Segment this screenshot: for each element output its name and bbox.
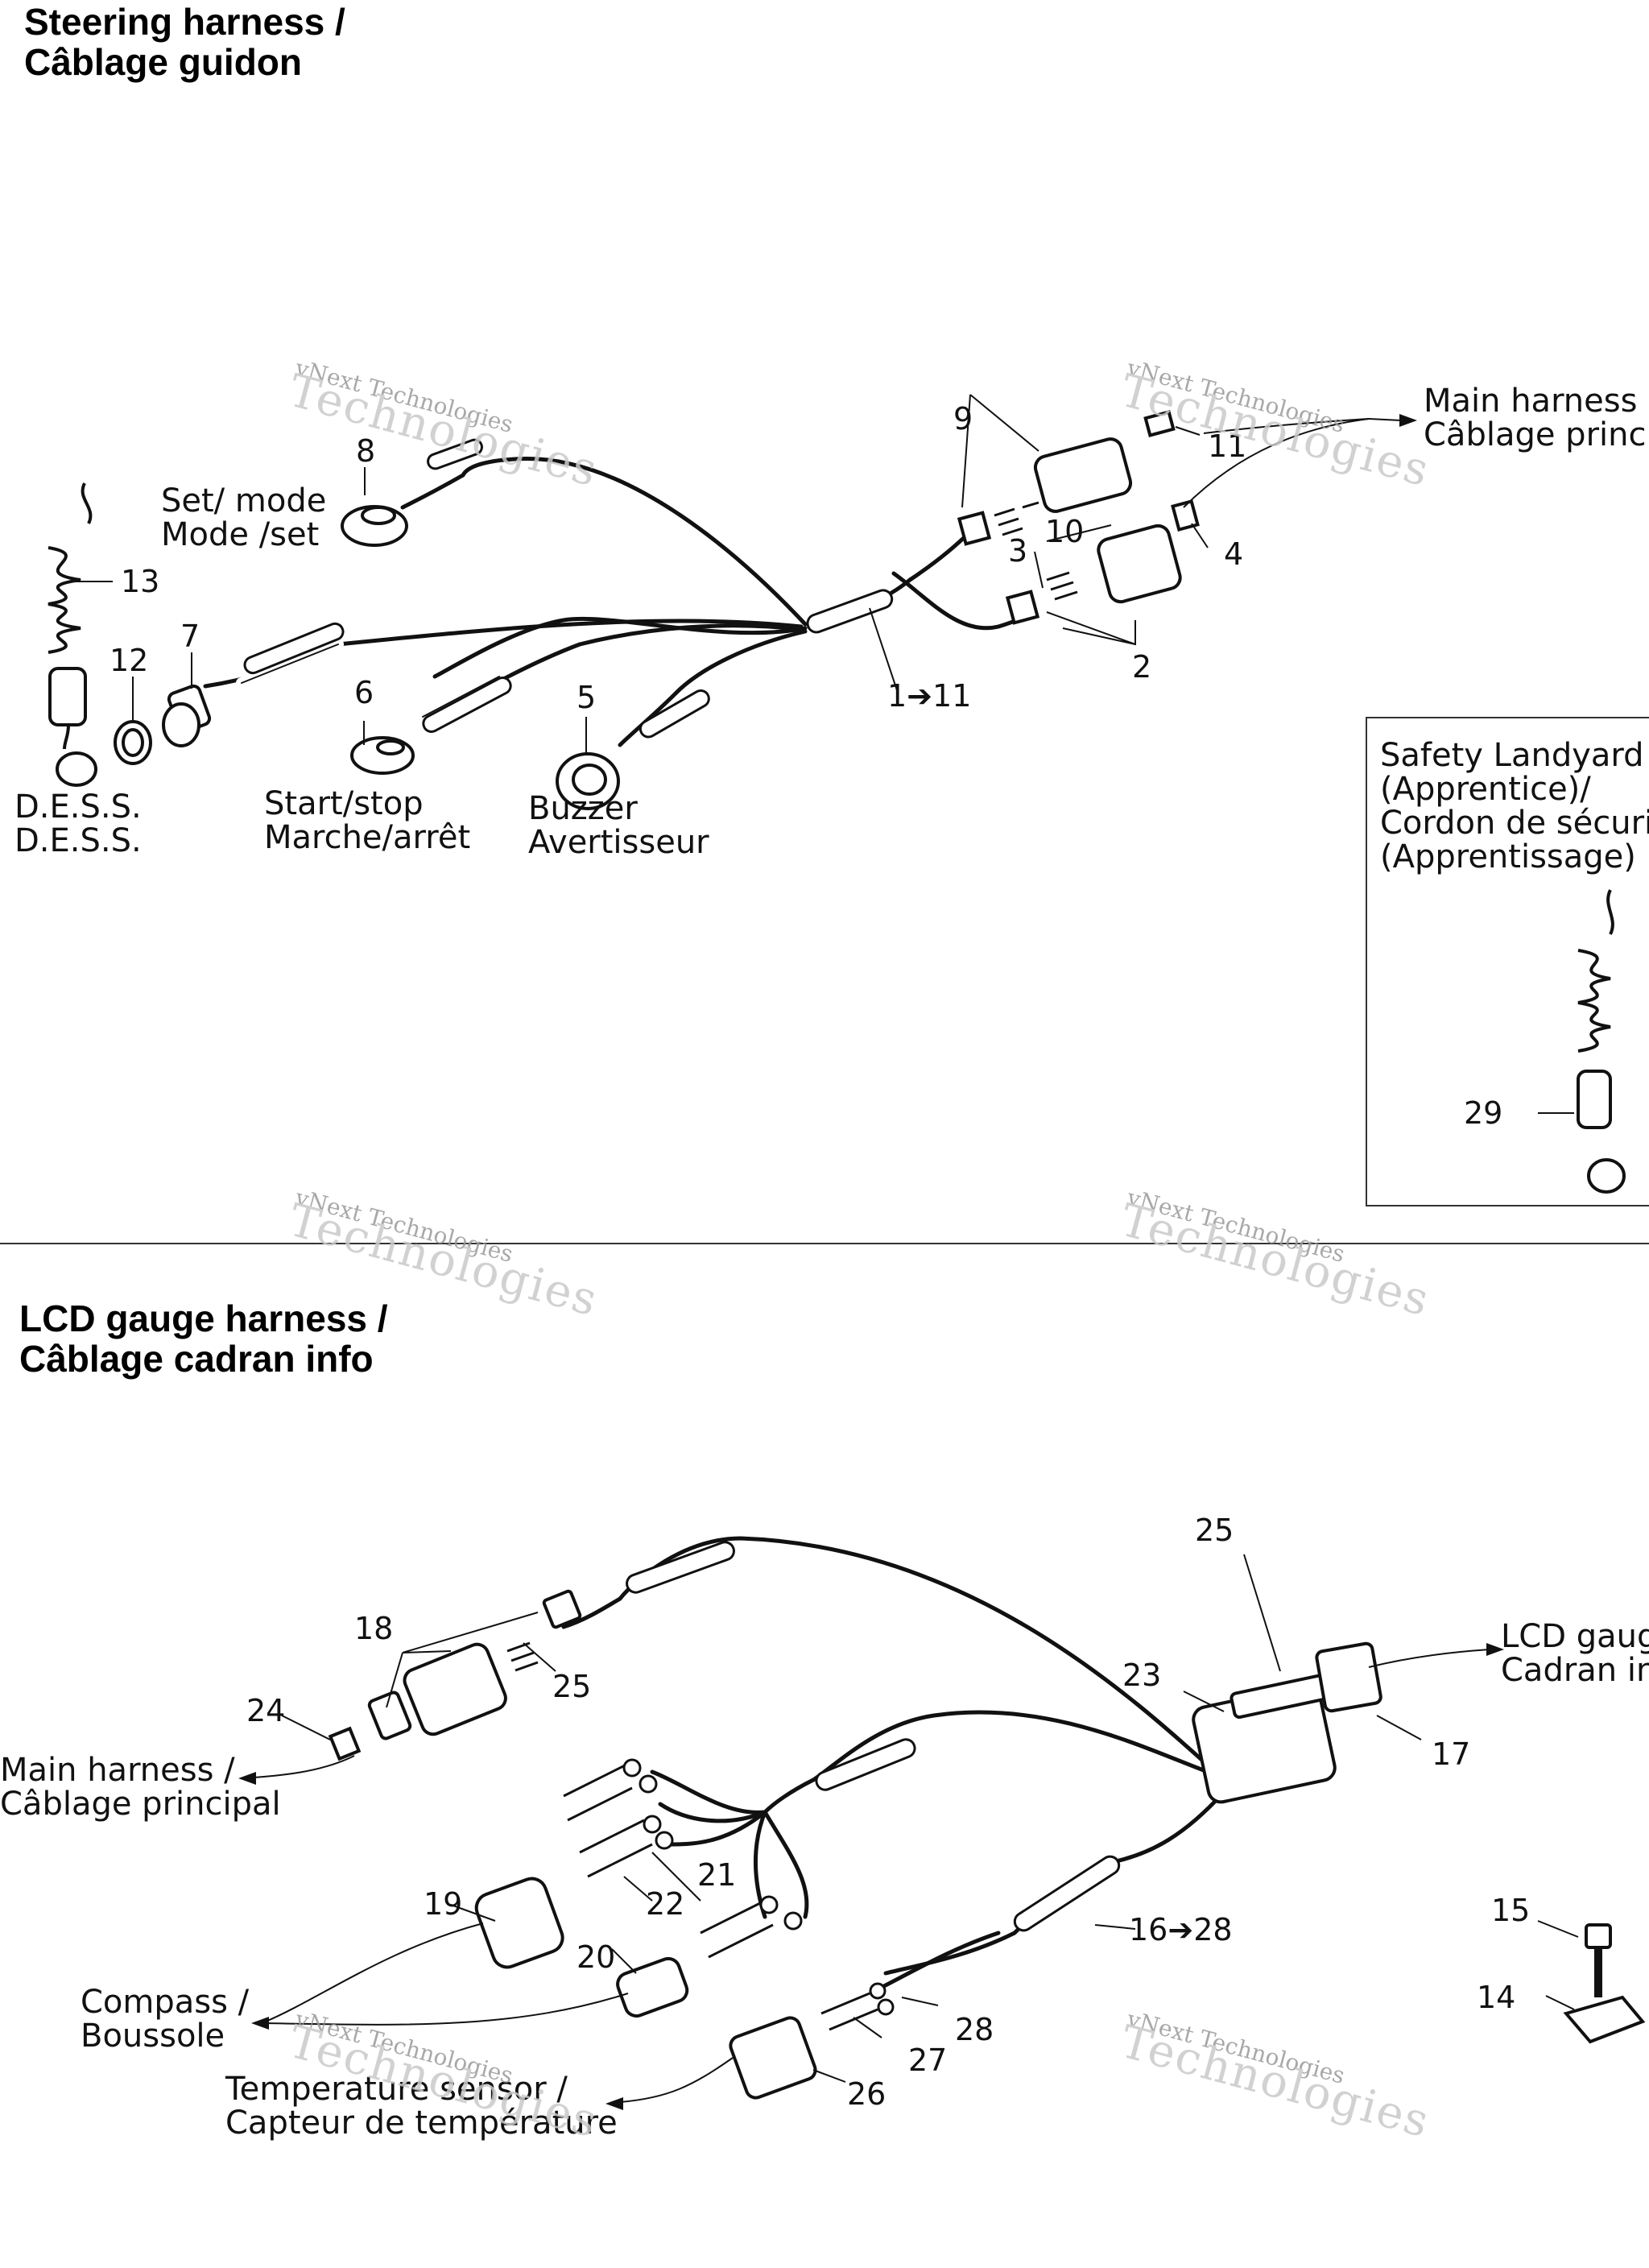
label-safety-landyard-3: Cordon de sécuri xyxy=(1380,805,1649,842)
callout-7: 7 xyxy=(180,619,200,654)
callout-8: 8 xyxy=(356,433,376,469)
label-lcd-gauge-en: LCD gaug xyxy=(1501,1618,1649,1655)
callout-23: 23 xyxy=(1122,1658,1162,1693)
label-compass-fr: Boussole xyxy=(81,2018,225,2055)
label-buzzer-en: Buzzer xyxy=(528,790,638,827)
label-dess-en: D.E.S.S. xyxy=(14,788,142,826)
wire-to-set-mode xyxy=(461,457,808,627)
lcd-title-fr: Câblage cadran info xyxy=(19,1338,374,1380)
callout-29: 29 xyxy=(1464,1095,1503,1131)
callout-14: 14 xyxy=(1477,1980,1516,2015)
callout-25-connector: 25 xyxy=(552,1669,592,1704)
label-lcd-main-harness-fr: Câblage principal xyxy=(0,1786,281,1823)
label-set-mode-en: Set/ mode xyxy=(161,482,327,519)
label-safety-landyard-4: (Apprentissage) xyxy=(1380,838,1636,875)
callout-21: 21 xyxy=(697,1857,737,1893)
callout-28: 28 xyxy=(955,2012,994,2047)
callout-5: 5 xyxy=(577,680,597,715)
callout-25-gauge: 25 xyxy=(1195,1513,1234,1548)
label-temperature-en: Temperature sensor / xyxy=(225,2071,568,2108)
label-lcd-gauge-fr: Cadran in xyxy=(1501,1652,1649,1689)
callout-17: 17 xyxy=(1432,1736,1471,1772)
label-dess-fr: D.E.S.S. xyxy=(14,822,142,859)
label-lcd-main-harness-en: Main harness / xyxy=(0,1752,235,1789)
safety-landyard-inset xyxy=(1366,717,1649,1206)
label-start-stop-fr: Marche/arrêt xyxy=(264,819,471,856)
callout-15: 15 xyxy=(1491,1893,1531,1928)
label-temperature-fr: Capteur de température xyxy=(225,2105,618,2142)
callout-26: 26 xyxy=(847,2076,886,2112)
wire-to-dess xyxy=(336,619,804,647)
label-main-harness-fr: Câblage princi xyxy=(1424,416,1649,453)
callout-1-11: 1➔11 xyxy=(887,678,972,714)
lcd-title-en: LCD gauge harness / xyxy=(19,1297,388,1339)
callout-12: 12 xyxy=(110,643,149,678)
callout-11: 11 xyxy=(1208,428,1247,464)
label-compass-en: Compass / xyxy=(81,1984,250,2021)
set-mode-switch-art xyxy=(341,505,408,547)
label-safety-landyard-1: Safety Landyard xyxy=(1380,737,1644,774)
callout-24: 24 xyxy=(246,1693,286,1728)
callout-2: 2 xyxy=(1132,649,1152,685)
callout-22: 22 xyxy=(646,1886,685,1922)
label-safety-landyard-2: (Apprentice)/ xyxy=(1380,771,1591,808)
steering-title-fr: Câblage guidon xyxy=(24,41,302,83)
callout-3: 3 xyxy=(1008,533,1028,569)
label-set-mode-fr: Mode /set xyxy=(161,516,320,553)
callout-16-28: 16➔28 xyxy=(1129,1912,1233,1947)
label-start-stop-en: Start/stop xyxy=(264,785,424,822)
callout-4: 4 xyxy=(1224,536,1244,572)
label-main-harness-en: Main harness xyxy=(1424,383,1638,420)
callout-10: 10 xyxy=(1045,514,1085,549)
label-buzzer-fr: Avertisseur xyxy=(528,824,709,861)
callout-19: 19 xyxy=(424,1886,463,1922)
callout-20: 20 xyxy=(577,1939,616,1975)
section-divider xyxy=(0,1243,1649,1244)
callout-27: 27 xyxy=(908,2042,948,2078)
wire-to-buzzer xyxy=(674,629,808,695)
callout-9: 9 xyxy=(953,401,973,437)
callout-18: 18 xyxy=(354,1611,394,1646)
wire-to-connector-9 xyxy=(907,529,973,582)
callout-13: 13 xyxy=(121,564,160,599)
callout-6: 6 xyxy=(354,675,374,710)
wire-extra xyxy=(432,616,808,679)
steering-title-en: Steering harness / xyxy=(24,1,345,43)
